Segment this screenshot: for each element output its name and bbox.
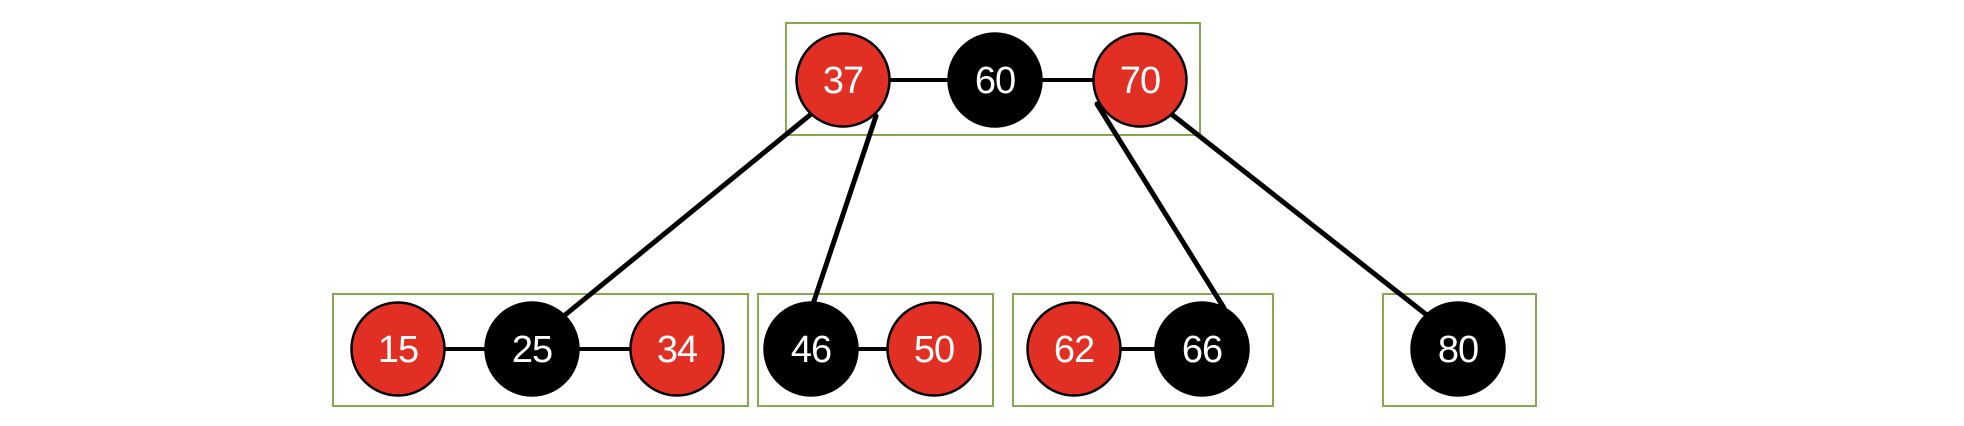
node-circle-25 xyxy=(484,301,580,397)
tree-box-child-2 xyxy=(757,293,994,407)
tree-edge-70-80 xyxy=(1167,110,1431,319)
node-label-60: 60 xyxy=(975,60,1015,102)
node-circle-62 xyxy=(1026,301,1122,397)
node-circle-70 xyxy=(1092,32,1188,128)
node-circle-60 xyxy=(947,32,1043,128)
node-label-50: 50 xyxy=(914,329,954,371)
node-label-34: 34 xyxy=(657,329,698,371)
tree-edge-37-46 xyxy=(809,113,879,310)
node-circle-15 xyxy=(350,301,446,397)
node-label-62: 62 xyxy=(1054,329,1094,371)
node-label-70: 70 xyxy=(1120,60,1160,102)
tree-box-child-4 xyxy=(1382,293,1537,407)
node-label-15: 15 xyxy=(378,329,418,371)
tree-box-child-3 xyxy=(1012,293,1274,407)
node-label-66: 66 xyxy=(1182,329,1222,371)
node-circle-34 xyxy=(629,301,725,397)
node-label-80: 80 xyxy=(1438,329,1478,371)
node-circle-50 xyxy=(886,301,982,397)
node-label-37: 37 xyxy=(823,60,863,102)
tree-edge-70-66 xyxy=(1094,101,1227,311)
node-circle-66 xyxy=(1154,301,1250,397)
node-circle-37 xyxy=(795,32,891,128)
node-circle-46 xyxy=(763,301,859,397)
tree-edge-37-25 xyxy=(562,112,813,318)
node-circle-80 xyxy=(1410,301,1506,397)
tree-box-root xyxy=(785,22,1201,136)
node-label-46: 46 xyxy=(791,329,831,371)
node-label-25: 25 xyxy=(512,329,552,371)
tree-box-child-1 xyxy=(332,293,749,407)
